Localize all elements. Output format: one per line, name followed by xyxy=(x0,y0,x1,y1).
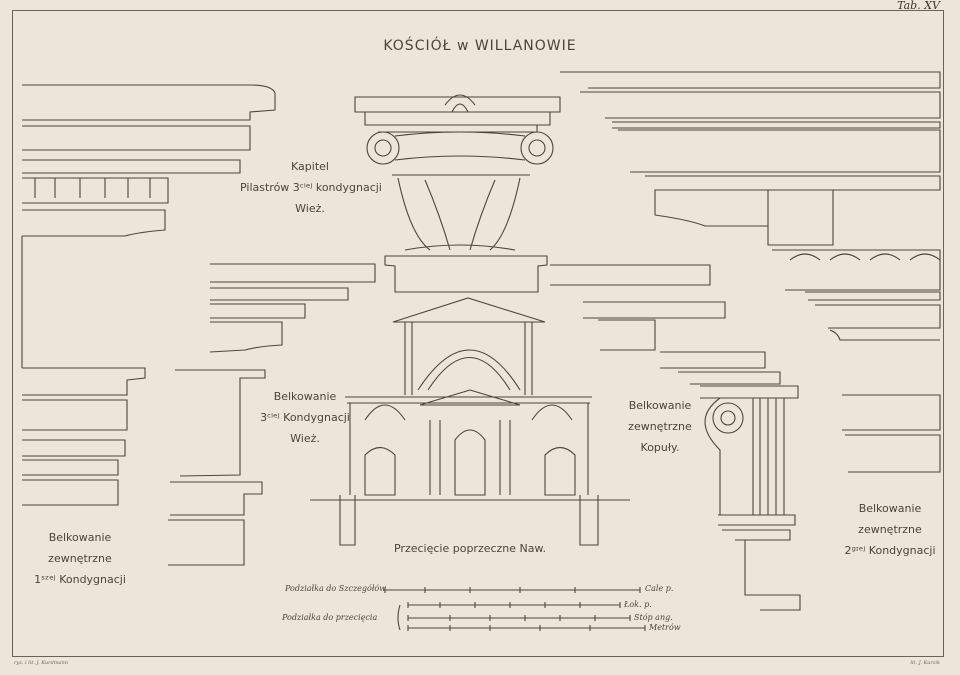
scale-unit-cale: Cale p. xyxy=(645,584,674,593)
scale-unit-lokcie: Łok. p. xyxy=(624,600,652,609)
plate-number: Tab. XV xyxy=(897,0,940,12)
imprint-right: lit. J. Kurzik xyxy=(910,660,940,666)
scale-bars xyxy=(384,587,646,631)
cross-section xyxy=(310,297,630,546)
capital xyxy=(354,94,561,293)
caption-kapitel: Kapitel Pilastrów 3ᶜⁱᵉʲ kondygnacji Wież… xyxy=(240,160,382,215)
imprint-left: rys. i lit. J. Kurdmann xyxy=(14,660,68,666)
entablature-3rd-storey xyxy=(168,263,376,566)
caption-belkowanie-2: Belkowanie zewnętrzne 2ᵍᶦᵉʲ Kondygnacji xyxy=(844,502,936,557)
scale-unit-stopy: Stóp ang. xyxy=(634,613,673,622)
caption-belkowanie-1: Belkowanie zewnętrzne 1ˢᶻᵉʲ Kondygnacji xyxy=(34,531,126,586)
scale-label-szczegoly: Podziałka do Szczegółów xyxy=(285,584,387,593)
caption-belkowanie-kopuly: Belkowanie zewnętrzne Kopuły. xyxy=(628,399,692,454)
caption-przeciecie: Przecięcie poprzeczne Naw. xyxy=(393,542,546,555)
entablature-dome xyxy=(550,264,801,611)
entablature-1st-storey xyxy=(21,84,276,506)
caption-belkowanie-3: Belkowanie 3ᶜⁱᵉʲ Kondygnacji Wież. xyxy=(260,390,350,445)
scale-label-przeciecia: Podziałka do przecięcia xyxy=(282,613,378,622)
entablature-2nd-storey xyxy=(560,71,941,473)
scale-unit-metry: Metrów xyxy=(649,623,681,632)
plate-title: KOŚCIÓŁ w WILLANOWIE xyxy=(383,38,577,54)
plate-frame xyxy=(12,10,944,657)
